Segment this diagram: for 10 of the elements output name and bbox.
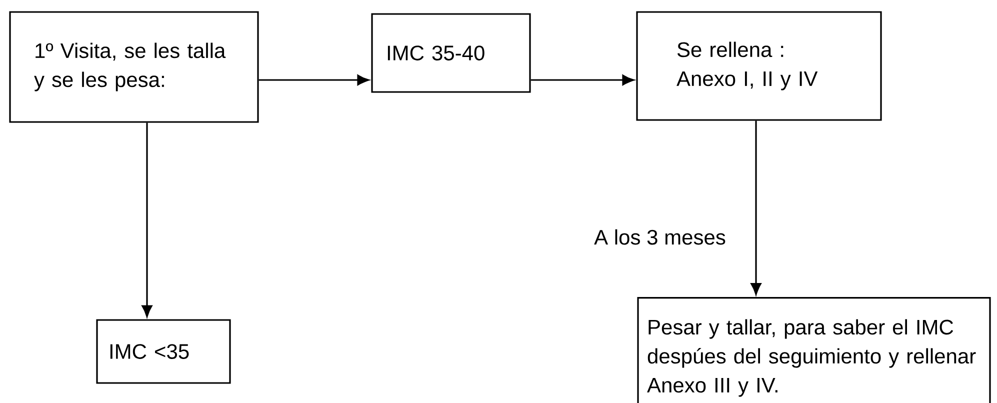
process-box: IMC 35-40: [371, 13, 531, 93]
process-box: 1º Visita, se les talla y se les pesa:: [9, 11, 259, 123]
process-box: IMC <35: [96, 319, 231, 384]
arrow: [750, 120, 762, 295]
arrow: [142, 122, 152, 318]
arrow: [258, 74, 370, 86]
process-box: Se rellena : Anexo I, II y IV: [636, 11, 882, 121]
edge-label: A los 3 meses: [592, 227, 728, 247]
process-box: Pesar y tallar, para saber el IMC despúes del seguimiento y rellenar Anexo III y IV.: [637, 297, 991, 403]
arrow: [530, 74, 634, 86]
